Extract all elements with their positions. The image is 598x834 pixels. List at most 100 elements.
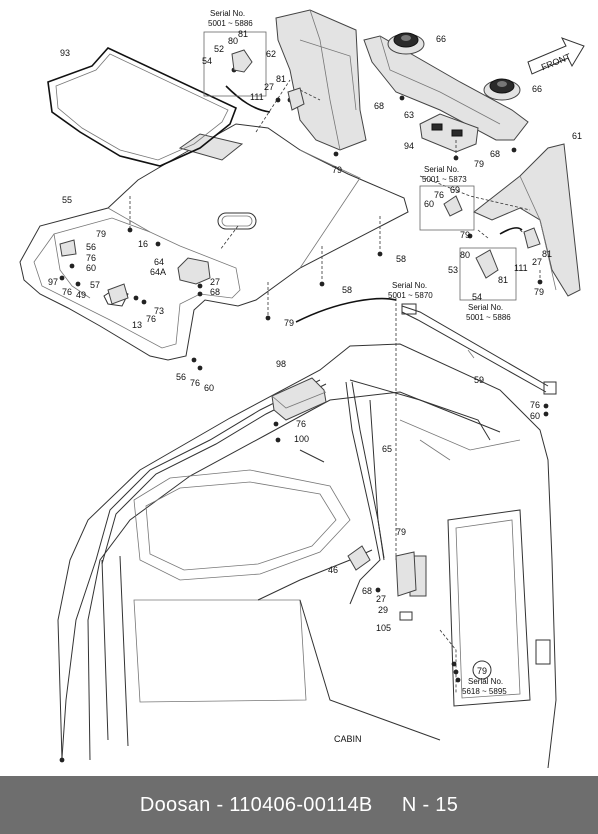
inset-arrow-right [499,227,523,235]
part-callout: 111 [250,92,264,102]
door-glass [133,599,307,703]
part-callout: 58 [396,254,406,264]
part-callout: 98 [276,359,286,369]
serial-heading: Serial No. [210,9,245,18]
parts-diagram: FRONT [19,9,585,769]
part-callout: 68 [490,149,500,159]
part-callout: 80 [460,250,470,260]
speaker-66-right [483,78,521,101]
part-callout: 27 [210,277,220,287]
dome-light-64 [177,257,211,285]
rear-pillar-62 [275,9,367,151]
serial-note-3: Serial No. 5001 ~ 5870 [388,281,433,300]
part-callout: 105 [376,623,391,633]
part-callout: 52 [214,44,224,54]
part-callout: 93 [60,48,70,58]
part-callout: 60 [204,383,214,393]
part-callout: 61 [572,131,582,141]
rear-window [447,509,531,707]
part-callout: 65 [382,444,392,454]
roof-glass [133,469,351,581]
part-callout: 60 [530,411,540,421]
front-direction-arrow: FRONT [527,37,585,75]
cabin-label: CABIN [334,734,362,744]
part-callout: 56 [86,242,96,252]
part-callout: 79 [460,230,470,240]
roof-seal-93 [47,47,238,167]
exploded-view-drawing: FRONT [19,9,585,769]
part-callout: 69 [450,185,460,195]
page-footer: Doosan - 110406-00114B N - 15 [0,776,598,834]
part-callout: 68 [210,287,220,297]
part-callout: 57 [90,280,100,290]
part-callout: 76 [296,419,306,429]
dome-light-94 [419,113,479,153]
part-callout: 73 [154,306,164,316]
roof-panel-inset [178,133,244,161]
part-callout: 76 [434,190,444,200]
part-callout: 13 [132,320,142,330]
footer-text: Doosan - 110406-00114B N - 15 [139,793,459,816]
serial-heading: Serial No. [392,281,427,290]
headliner-panel [19,123,409,361]
part-callout: 79 [96,229,106,239]
part-callout: 55 [62,195,72,205]
part-callout: 76 [62,287,72,297]
fasteners [59,67,549,763]
part-callout: 81 [238,29,248,39]
part-callout: 59 [474,375,484,385]
serial-heading: Serial No. [424,165,459,174]
serial-heading: Serial No. [468,303,503,312]
roof-hatch-opening [217,212,257,230]
part-callout: 66 [532,84,542,94]
part-callout: 94 [404,141,414,151]
part-callout: 76 [146,314,156,324]
part-callout: 79 [534,287,544,297]
part-callout: 53 [448,265,458,275]
inset-arrow-top [225,85,271,113]
part-callout: 62 [266,49,276,59]
serial-note-1: Serial No. 5001 ~ 5886 [203,9,267,97]
part-callout: 49 [76,290,86,300]
serial-range: 5001 ~ 5886 [208,19,253,28]
part-callout: 76 [190,378,200,388]
part-callout: 76 [530,400,540,410]
part-callout: 79 [396,527,406,537]
side-trim-61 [473,143,581,297]
part-callout: 76 [86,253,96,263]
part-callout: 68 [374,101,384,111]
part-callout: 81 [542,249,552,259]
part-callout: 29 [378,605,388,615]
speaker-66-left [387,32,425,55]
serial-heading: Serial No. [468,677,503,686]
part-callout: 66 [436,34,446,44]
part-callout: 64 [154,257,164,267]
part-callout: 64A [150,267,166,277]
serial-note-4: Serial No. 5001 ~ 5886 [459,247,517,322]
part-callout: 80 [228,36,238,46]
controller-98 [271,377,327,421]
serial-range: 5001 ~ 5870 [388,291,433,300]
part-callout: 46 [328,565,338,575]
part-callout: 111 [514,263,528,273]
serial-range: 5001 ~ 5886 [466,313,511,322]
harness-59 [401,303,557,395]
part-callout: 79 [284,318,294,328]
serial-note-2: Serial No. 5001 ~ 5873 [419,165,475,231]
serial-range: 5001 ~ 5873 [422,175,467,184]
part-callout: 27 [376,594,386,604]
serial-note-5: Serial No. 5618 ~ 5895 [462,677,507,696]
part-callout: 54 [202,56,212,66]
part-callout: 54 [472,292,482,302]
serial-range: 5618 ~ 5895 [462,687,507,696]
part-callout: 81 [276,74,286,84]
part-callout: 63 [404,110,414,120]
part-callout: 58 [342,285,352,295]
part-callout: 27 [532,257,542,267]
part-callout: 16 [138,239,148,249]
inset-details [59,49,541,680]
part-callout: 79 [474,159,484,169]
part-callout: 100 [294,434,309,444]
speaker-trim-63 [363,32,529,141]
part-callout: 97 [48,277,58,287]
